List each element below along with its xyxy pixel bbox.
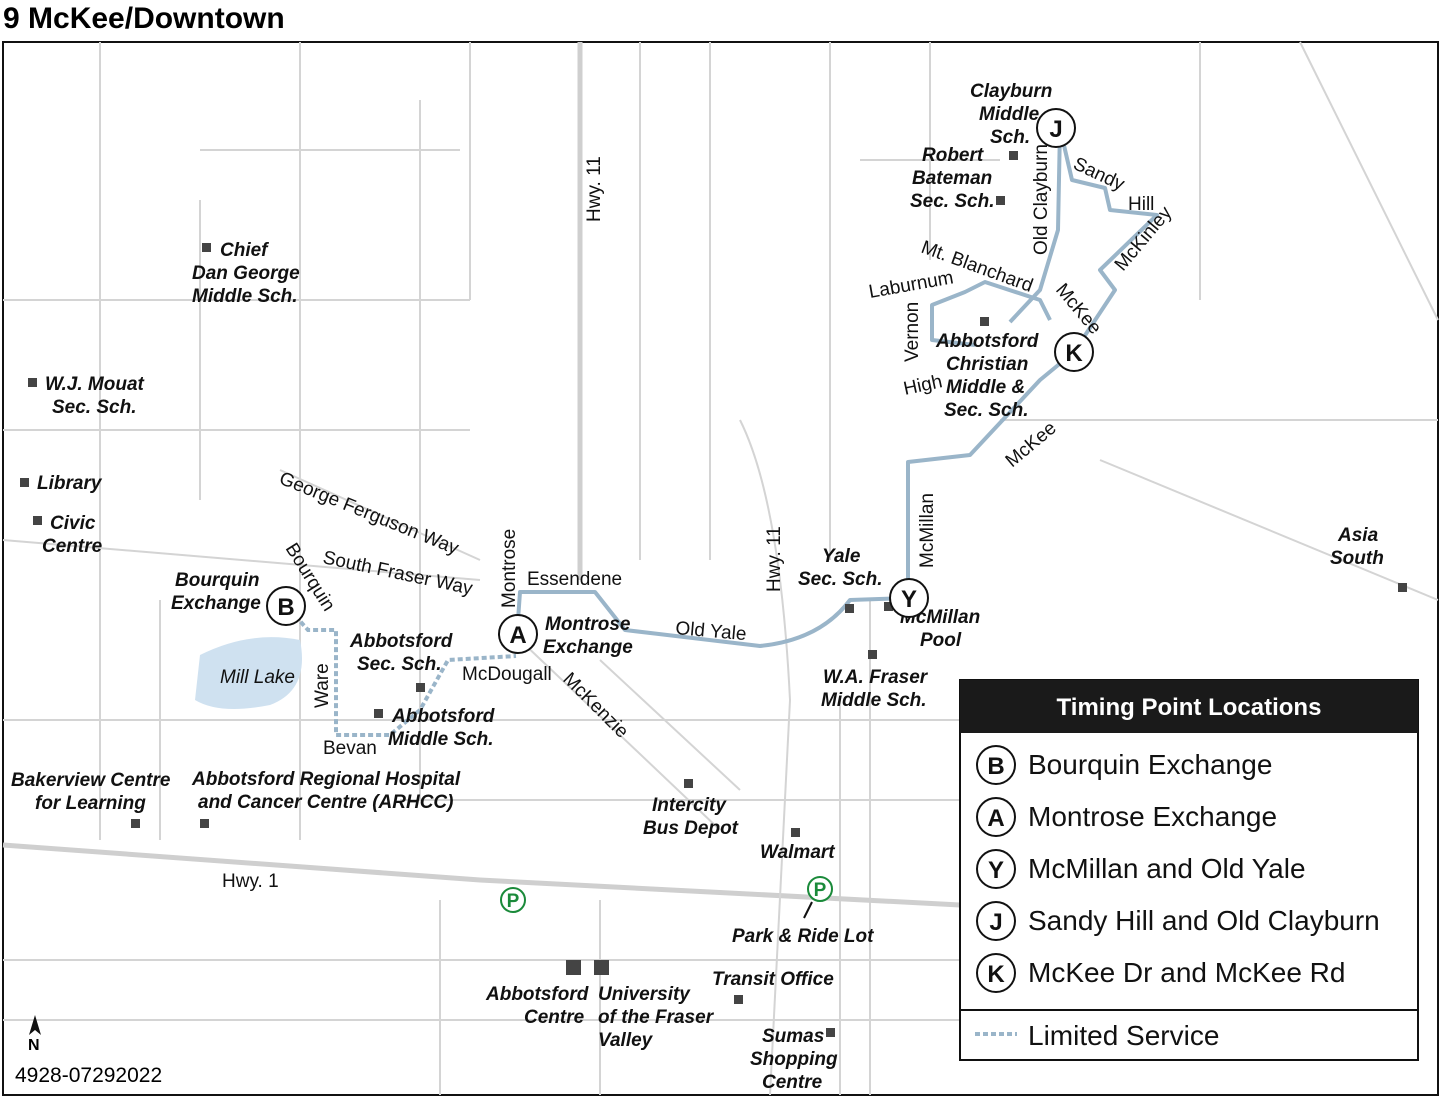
street-label: Hwy. 1 — [222, 871, 279, 892]
parking-icon: P — [814, 880, 827, 901]
svg-text:J: J — [989, 909, 1002, 936]
north-arrow-icon — [29, 1015, 41, 1035]
street-label: Hill — [1128, 194, 1154, 215]
street-label: McMillan — [917, 493, 938, 568]
svg-text:Y: Y — [988, 857, 1004, 884]
street-label: Old Clayburn — [1031, 144, 1052, 255]
street-label: Essendene — [527, 569, 622, 590]
timing-point-j: J — [1036, 108, 1076, 148]
limited-service-route — [288, 608, 517, 737]
svg-text:B: B — [987, 753, 1004, 780]
svg-text:Y: Y — [901, 586, 917, 613]
legend-item: A — [976, 797, 1016, 837]
street-label: Montrose — [499, 529, 520, 608]
legend-item: K — [976, 953, 1016, 993]
timing-point-y: Y — [889, 578, 929, 618]
svg-text:A: A — [987, 805, 1004, 832]
legend-item: Y — [976, 849, 1016, 889]
svg-text:K: K — [1065, 340, 1083, 367]
parking-icon: P — [507, 891, 520, 912]
legend-title: Timing Point Locations — [1057, 694, 1322, 721]
place-label: Transit Office — [712, 969, 834, 990]
route-9-line — [516, 126, 1159, 648]
limited-service-label: Limited Service — [1028, 1020, 1219, 1051]
school-marker — [202, 243, 211, 252]
timing-point-k: K — [1054, 332, 1094, 372]
street-label: Hwy. 11 — [764, 526, 785, 592]
map-code: 4928-07292022 — [15, 1064, 162, 1087]
park-and-ride-markers: P P — [500, 876, 833, 913]
street-label: McDougall — [462, 664, 552, 685]
street-label: Hwy. 11 — [584, 156, 605, 222]
lake-label: Mill Lake — [220, 667, 295, 688]
place-label: Park & Ride Lot — [732, 926, 874, 947]
street-label: Bevan — [323, 738, 377, 759]
timing-point-a: A — [498, 614, 538, 654]
mill-lake — [195, 637, 302, 709]
svg-text:K: K — [987, 961, 1005, 988]
place-label: Library — [37, 473, 103, 494]
svg-text:Sandy Hill and Old Clayburn: Sandy Hill and Old Clayburn — [1028, 905, 1380, 936]
legend-item: J — [976, 901, 1016, 941]
north-arrow: N — [28, 1015, 41, 1054]
map-title: 9 McKee/Downtown — [3, 2, 285, 35]
svg-text:B: B — [277, 594, 294, 621]
timing-point-b: B — [266, 586, 306, 626]
legend: Timing Point Locations B Bourquin Exchan… — [959, 679, 1419, 1061]
svg-text:A: A — [509, 622, 526, 649]
svg-text:J: J — [1049, 116, 1062, 143]
street-grid — [2, 41, 1439, 1096]
street-label: Ware — [312, 663, 333, 708]
svg-text:N: N — [28, 1037, 40, 1054]
arrow-icon — [803, 901, 813, 919]
svg-text:McKee Dr and McKee Rd: McKee Dr and McKee Rd — [1028, 957, 1345, 988]
svg-text:Montrose Exchange: Montrose Exchange — [1028, 801, 1277, 832]
street-label: Vernon — [902, 302, 923, 362]
legend-item: B — [976, 745, 1016, 785]
svg-text:McMillan and Old Yale: McMillan and Old Yale — [1028, 853, 1306, 884]
timing-points: B A Y J K — [266, 108, 1094, 654]
place-label: Walmart — [760, 842, 835, 863]
svg-text:Bourquin Exchange: Bourquin Exchange — [1028, 749, 1272, 780]
